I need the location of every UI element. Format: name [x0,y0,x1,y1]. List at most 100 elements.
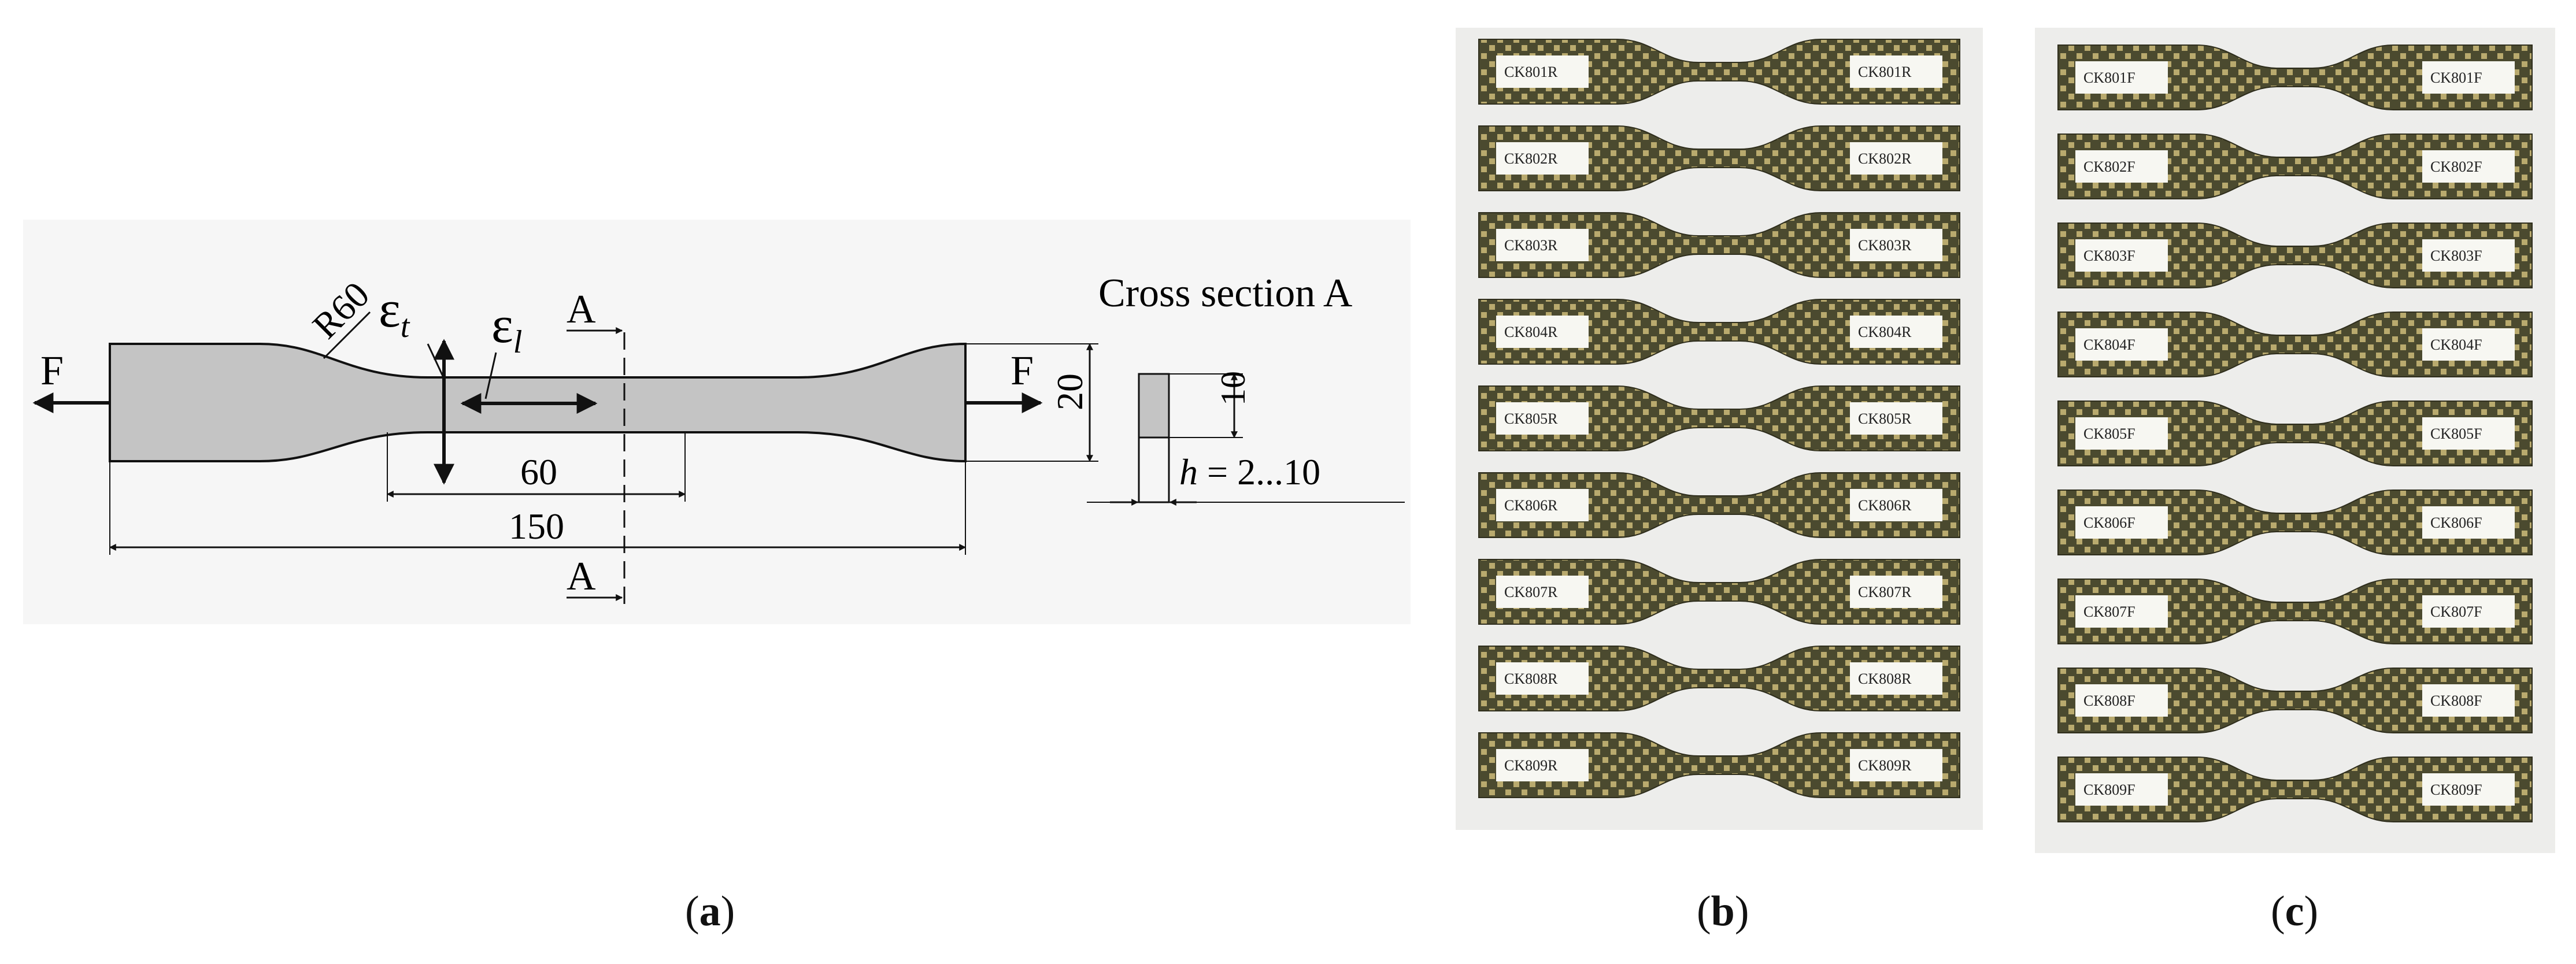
specimen-label-sticker [1850,662,1942,695]
specimen-label-text: CK808F [2430,692,2482,709]
radius-leader [323,311,371,359]
cross-section-shaded [1138,373,1170,439]
specimen-label-sticker [1850,576,1942,608]
specimen-label-text: CK806F [2083,514,2135,531]
radius-label: R60 [305,274,377,347]
specimen-label-text: CK808R [1504,670,1558,687]
specimen-body [1478,39,1960,105]
specimen-label-sticker [2075,417,2168,450]
force-left-label: F [40,347,64,394]
specimen-label-text: CK803R [1858,237,1912,254]
specimen-label-text: CK808F [2083,692,2135,709]
specimen-body [1478,732,1960,798]
specimen-drawing: F F R60 εt εl A A 60 150 20 Cross sectio… [23,220,1411,624]
specimen-label-text: CK809F [2430,781,2482,798]
specimen-label-text: CK806F [2430,514,2482,531]
specimen-strip: CK802R CK802R [1478,125,1960,191]
specimen-body [1478,559,1960,625]
specimen-label-text: CK807R [1504,584,1558,600]
strain-l-leader [484,352,497,399]
specimen-body [1478,299,1960,365]
specimen-label-sticker [1496,229,1589,261]
specimen-label-text: CK804F [2083,336,2135,353]
specimen-strip: CK804R CK804R [1478,299,1960,365]
dim-width-label: 20 [1049,373,1090,410]
specimen-label-sticker [1496,142,1589,175]
specimen-label-sticker [1496,576,1589,608]
specimen-body [1478,125,1960,191]
specimen-label-sticker [2422,239,2515,272]
specimen-label-sticker [1850,55,1942,88]
specimen-label-sticker [2075,61,2168,94]
specimen-label-text: CK809R [1504,757,1558,774]
specimen-strip: CK808F CK808F [2057,668,2533,733]
specimen-strip: CK804F CK804F [2057,312,2533,377]
specimen-label-text: CK807F [2083,603,2135,620]
specimen-label-sticker [1496,662,1589,695]
caption-b: (b) [1697,888,1749,935]
caption-c: (c) [2271,888,2319,935]
specimen-label-text: CK804R [1858,324,1912,340]
specimen-label-sticker [2075,328,2168,361]
specimen-label-text: CK802F [2083,158,2135,175]
specimen-body [2057,579,2533,644]
specimen-label-sticker [2422,684,2515,717]
specimen-label-sticker [2422,773,2515,806]
specimen-label-text: CK802R [1504,150,1558,167]
specimen-strip: CK808R CK808R [1478,646,1960,711]
specimen-label-text: CK803F [2083,247,2135,264]
specimen-label-sticker [1496,489,1589,521]
specimen-label-sticker [2075,684,2168,717]
specimen-strip: CK805R CK805R [1478,385,1960,451]
specimen-label-sticker [2075,239,2168,272]
specimen-body [2057,134,2533,199]
specimen-label-text: CK802R [1858,150,1912,167]
specimen-label-sticker [1496,402,1589,435]
caption-a: (a) [685,888,735,935]
specimen-label-sticker [2075,150,2168,183]
dim-gauge-label: 60 [520,451,557,492]
specimen-label-sticker [2075,595,2168,628]
specimen-label-text: CK808R [1858,670,1912,687]
specimen-label-text: CK805R [1858,410,1912,427]
strain-t-symbol: εt [379,281,410,344]
section-mark-bottom: A [567,554,596,599]
specimen-label-text: CK806R [1858,497,1912,514]
specimen-label-text: CK804F [2430,336,2482,353]
specimen-label-sticker [1496,55,1589,88]
specimen-label-sticker [2422,595,2515,628]
specimen-body [2057,45,2533,110]
specimen-label-text: CK805R [1504,410,1558,427]
specimen-body [1478,646,1960,711]
strain-t-leader [427,343,445,379]
specimen-label-text: CK805F [2430,425,2482,442]
dim-section-label: 10 [1214,371,1252,406]
specimen-label-sticker [2422,417,2515,450]
specimen-label-sticker [1850,229,1942,261]
specimen-label-sticker [1496,316,1589,348]
specimen-label-text: CK801F [2083,69,2135,86]
specimen-label-sticker [1850,142,1942,175]
specimen-body [2057,490,2533,555]
specimen-body [1478,212,1960,278]
specimen-label-sticker [1850,316,1942,348]
specimen-label-text: CK804R [1504,324,1558,340]
specimen-strip: CK809F CK809F [2057,757,2533,822]
specimen-label-sticker [2075,773,2168,806]
strain-l-symbol: εl [491,296,522,360]
specimen-label-sticker [2422,61,2515,94]
specimen-label-text: CK809F [2083,781,2135,798]
